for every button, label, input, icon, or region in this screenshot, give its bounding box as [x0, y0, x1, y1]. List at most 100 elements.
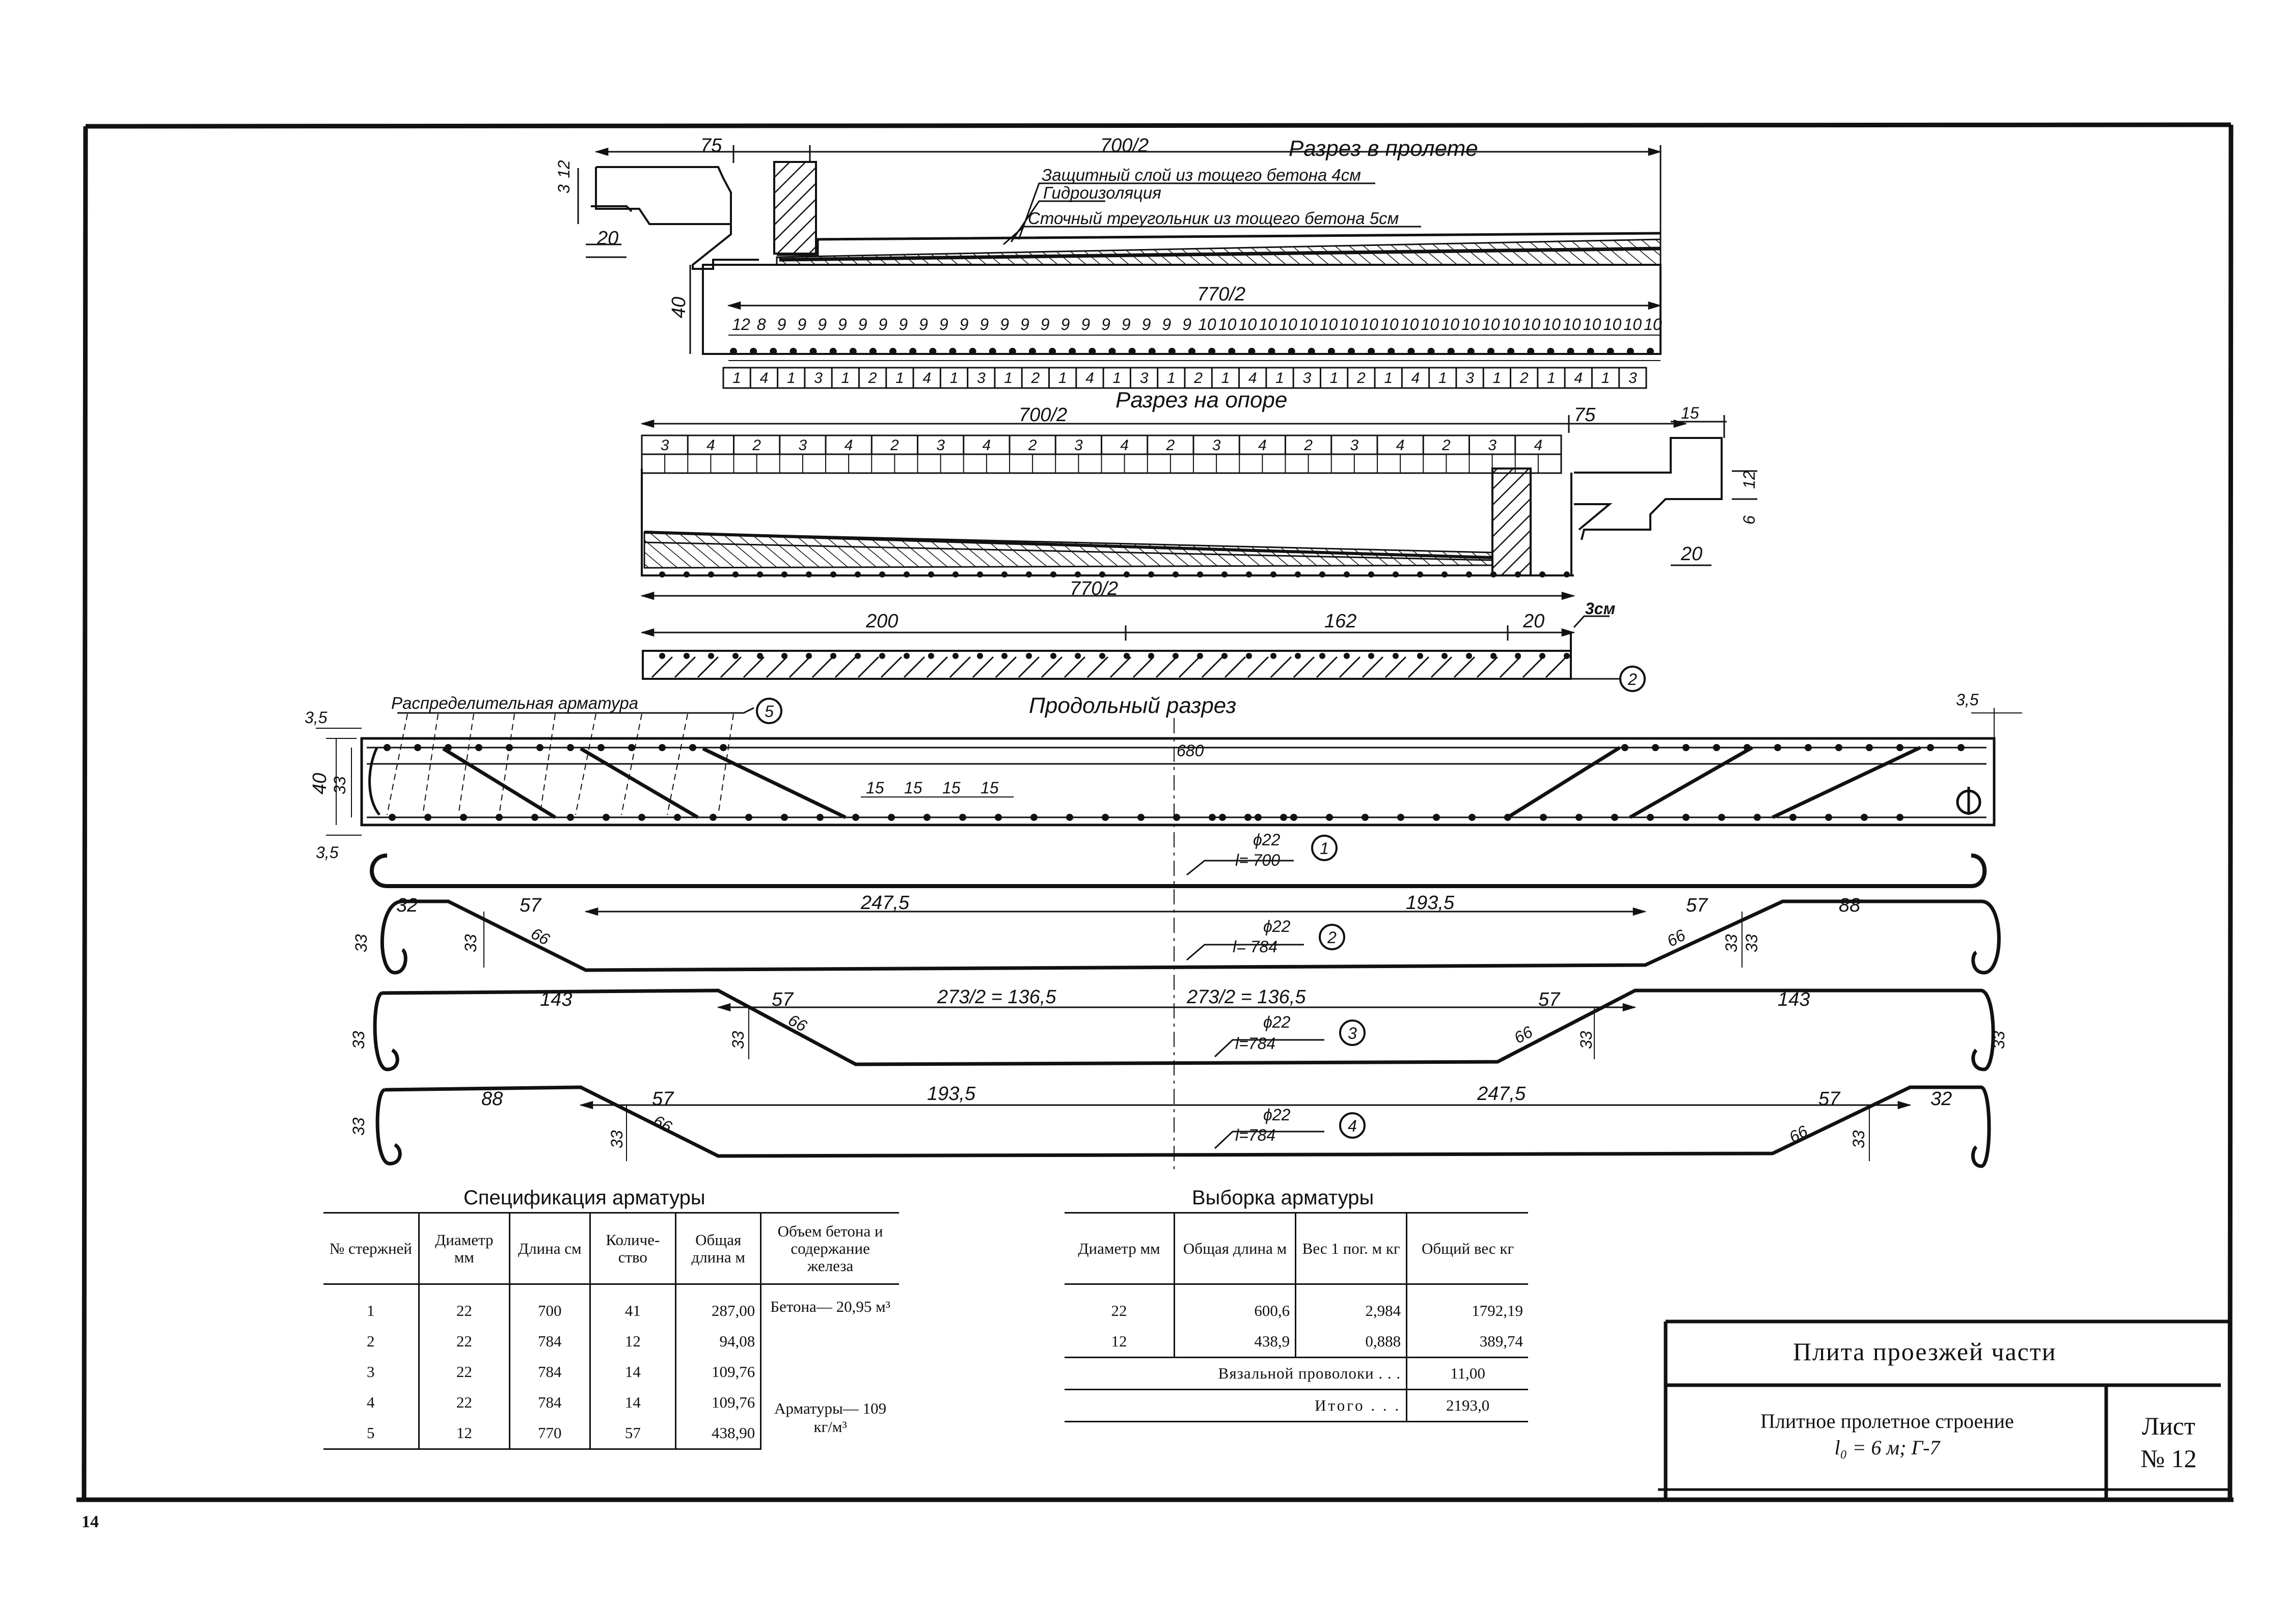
bar-dot — [1652, 744, 1659, 751]
span-spacing-value: 10 — [1401, 315, 1419, 334]
bar-2-dim-88: 88 — [1839, 895, 1860, 916]
support-section-title: Разрез на опоре — [1115, 388, 1287, 412]
bar-dot — [1319, 571, 1325, 577]
bar-dot — [977, 571, 983, 577]
bar-dot — [1490, 653, 1496, 659]
bar-dot — [1049, 348, 1056, 355]
support-bar-number: 4 — [845, 437, 853, 454]
bar-2-marker-support: 2 — [1619, 666, 1646, 692]
bar-dot — [923, 814, 931, 821]
bar-dot — [1835, 744, 1842, 751]
strip-hatch — [1316, 656, 1338, 678]
strip-hatch — [1224, 656, 1246, 678]
strip-hatch — [1041, 656, 1063, 678]
bar-dot — [869, 348, 877, 355]
spec-cell: 700 — [509, 1295, 590, 1326]
support-bar-number: 3 — [936, 437, 945, 454]
long-section-title: Продольный разрез — [1029, 693, 1236, 718]
dim-20: 20 — [596, 228, 618, 249]
bar-dot — [1774, 744, 1781, 751]
bar-dot — [1447, 348, 1455, 355]
bar-dot — [1344, 653, 1350, 659]
sel-wire-value: 11,00 — [1406, 1357, 1528, 1389]
bar-dot — [567, 744, 574, 751]
span-spacing-value: 10 — [1482, 315, 1500, 334]
bar-dot — [770, 348, 777, 355]
bar-2-dim-57-right: 57 — [1686, 895, 1708, 916]
bar-dot — [989, 348, 996, 355]
spec-header-total: Общая длина м — [675, 1213, 761, 1284]
bar-4-dim-33-a: 33 — [349, 1117, 368, 1136]
dim-15-b: 15 — [904, 779, 922, 797]
sel-wire-row: Вязальной проволоки . . . 11,00 — [1065, 1357, 1528, 1389]
bar-dot — [757, 653, 763, 659]
bar-dot — [1069, 348, 1076, 355]
sel-row-12: 12 438,9 0,888 389,74 — [1065, 1326, 1528, 1357]
span-spacing-value: 10 — [1360, 315, 1378, 334]
span-bar-number: 1 — [950, 370, 959, 387]
support-bar-number: 3 — [1488, 437, 1496, 454]
span-spacing-value: 9 — [1101, 315, 1110, 334]
span-spacing-value: 9 — [1081, 315, 1090, 334]
support-bar-number: 2 — [890, 437, 899, 454]
bar-dot — [720, 744, 727, 751]
span-bar-number: 1 — [1058, 370, 1067, 387]
span-bar-dots — [730, 348, 1654, 355]
bar-dot — [659, 653, 665, 659]
bar-dot — [904, 571, 910, 577]
sel-w: 1792,19 — [1406, 1295, 1528, 1326]
bar-2-dim-33-c: 33 — [1722, 934, 1740, 952]
sel-total-row: Итого . . . 2193,0 — [1065, 1389, 1528, 1421]
span-bar-number: 2 — [1356, 370, 1366, 387]
support-bar-strip — [651, 656, 1567, 678]
sel-w: 389,74 — [1406, 1326, 1528, 1357]
span-bar-number: 1 — [1601, 370, 1610, 387]
bar-dot — [1102, 814, 1109, 821]
bar-dot — [1441, 653, 1448, 659]
strip-hatch — [1064, 656, 1086, 678]
bar-dot — [1575, 814, 1583, 821]
dim-6: 6 — [1740, 515, 1758, 525]
span-bar-number: 1 — [1275, 370, 1284, 387]
bar-dot — [1088, 348, 1096, 355]
dim-15: 15 — [1681, 404, 1699, 422]
spec-cell: 109,76 — [675, 1356, 761, 1387]
bar-dot — [809, 348, 817, 355]
span-bar-number: 1 — [1330, 370, 1339, 387]
bar-dot — [1607, 348, 1614, 355]
strip-hatch — [949, 656, 971, 678]
span-spacing-value: 10 — [1603, 315, 1622, 334]
span-bar-number: 4 — [1411, 370, 1420, 387]
bar-dot — [674, 814, 681, 821]
bar-dot — [959, 814, 966, 821]
bar-dot — [1490, 571, 1496, 577]
bar-dot — [1326, 814, 1333, 821]
title-block-subtitle-2: l₀ = 6 м; Г-7 — [1834, 1436, 1940, 1459]
span-bar-number: 1 — [1493, 370, 1502, 387]
spec-cell: 287,00 — [675, 1295, 761, 1326]
span-bar-number: 2 — [1193, 370, 1203, 387]
bar-dot — [1228, 348, 1236, 355]
bar-dot — [732, 653, 739, 659]
strip-hatch — [880, 656, 903, 678]
spec-cell: 4 — [367, 1393, 375, 1411]
bar-dot — [1280, 814, 1287, 821]
span-spacing-value: 9 — [777, 315, 786, 334]
span-spacing-value: 9 — [1061, 315, 1070, 334]
bar-dot — [929, 348, 937, 355]
support-bar-number: 3 — [1074, 437, 1083, 454]
bar-dot — [1308, 348, 1315, 355]
strip-hatch — [1247, 656, 1269, 678]
bar-dot — [1507, 348, 1515, 355]
support-bar-number: 2 — [1303, 437, 1313, 454]
bar-dot — [806, 571, 812, 577]
bar-dot — [1173, 814, 1180, 821]
strip-hatch — [1293, 656, 1315, 678]
bar-2-dim-57-left: 57 — [520, 895, 542, 916]
sheet-number: № 12 — [2140, 1444, 2197, 1473]
spec-cell: 94,08 — [675, 1326, 761, 1357]
dim-700-2-support: 700/2 — [1019, 404, 1067, 426]
title-block-frame — [1658, 1319, 2231, 1500]
bar-dot — [684, 653, 690, 659]
